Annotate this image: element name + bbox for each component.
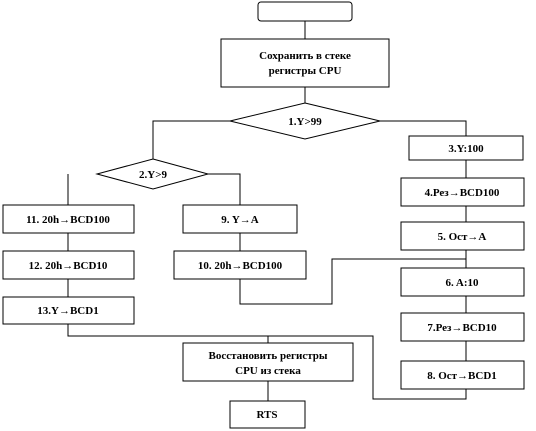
node-5: 5. Ост→A: [400, 221, 525, 251]
node-11: 11. 20h→BCD100: [2, 204, 135, 234]
connector-d2-n9: [208, 173, 241, 205]
node-11-shape: [2, 204, 135, 234]
node-13-label: 13.Y→BCD1: [37, 305, 98, 317]
node-9-shape: [182, 204, 298, 234]
node-9: 9. Y→A: [182, 204, 298, 234]
node-7-label: 7.Рез→BCD10: [427, 322, 497, 334]
save-registers-line1: Сохранить в стеке: [259, 50, 351, 62]
node-10-shape: [173, 250, 307, 280]
start-node-shape: [257, 1, 353, 22]
node-11-label: 11. 20h→BCD100: [26, 214, 110, 226]
connectors: [67, 21, 467, 401]
node-9-label: 9. Y→A: [221, 214, 259, 226]
start-node: [257, 1, 353, 22]
node-12-shape: [2, 250, 135, 280]
restore-registers-shape: [182, 342, 354, 382]
decision-y-gt-99-shape: [229, 102, 381, 140]
node-4-label: 4.Рез→BCD100: [425, 187, 500, 199]
node-6-shape: [400, 267, 525, 297]
rts-node: RTS: [229, 400, 306, 429]
node-6: 6. A:10: [400, 267, 525, 297]
node-4: 4.Рез→BCD100: [400, 177, 525, 207]
node-7: 7.Рез→BCD10: [400, 312, 525, 342]
node-3-label: 3.Y:100: [448, 143, 484, 155]
rts-label: RTS: [256, 409, 277, 421]
decision-y-gt-99-label: 1.Y>99: [288, 116, 322, 128]
decision-y-gt-9-shape: [95, 158, 210, 190]
connector-n8-merge: [67, 324, 467, 400]
node-8-shape: [400, 360, 525, 390]
decision-y-gt-9: 2.Y>9: [95, 158, 210, 190]
save-registers-node: Сохранить в стеке регистры CPU: [220, 38, 390, 88]
node-8-label: 8. Ост→BCD1: [427, 370, 497, 382]
restore-registers-line1: Восстановить регистры: [209, 350, 328, 362]
decision-y-gt-99: 1.Y>99: [229, 102, 381, 140]
node-7-shape: [400, 312, 525, 342]
node-4-shape: [400, 177, 525, 207]
save-registers-shape: [220, 38, 390, 88]
node-8: 8. Ост→BCD1: [400, 360, 525, 390]
node-6-label: 6. A:10: [446, 277, 480, 289]
rts-shape: [229, 400, 306, 429]
node-3-shape: [408, 135, 524, 161]
node-3: 3.Y:100: [408, 135, 524, 161]
node-12-label: 12. 20h→BCD10: [29, 260, 108, 272]
node-5-label: 5. Ост→A: [438, 231, 487, 243]
connector-n10-n6: [239, 258, 466, 305]
node-5-shape: [400, 221, 525, 251]
connector-d1-n3: [380, 120, 467, 136]
node-10: 10. 20h→BCD100: [173, 250, 307, 280]
restore-registers-line2: CPU из стека: [235, 365, 301, 377]
restore-registers-node: Восстановить регистры CPU из стека: [182, 342, 354, 382]
node-13: 13.Y→BCD1: [2, 296, 135, 325]
node-13-shape: [2, 296, 135, 325]
node-10-label: 10. 20h→BCD100: [198, 260, 283, 272]
save-registers-line2: регистры CPU: [269, 65, 342, 77]
node-12: 12. 20h→BCD10: [2, 250, 135, 280]
decision-y-gt-9-label: 2.Y>9: [139, 169, 167, 181]
